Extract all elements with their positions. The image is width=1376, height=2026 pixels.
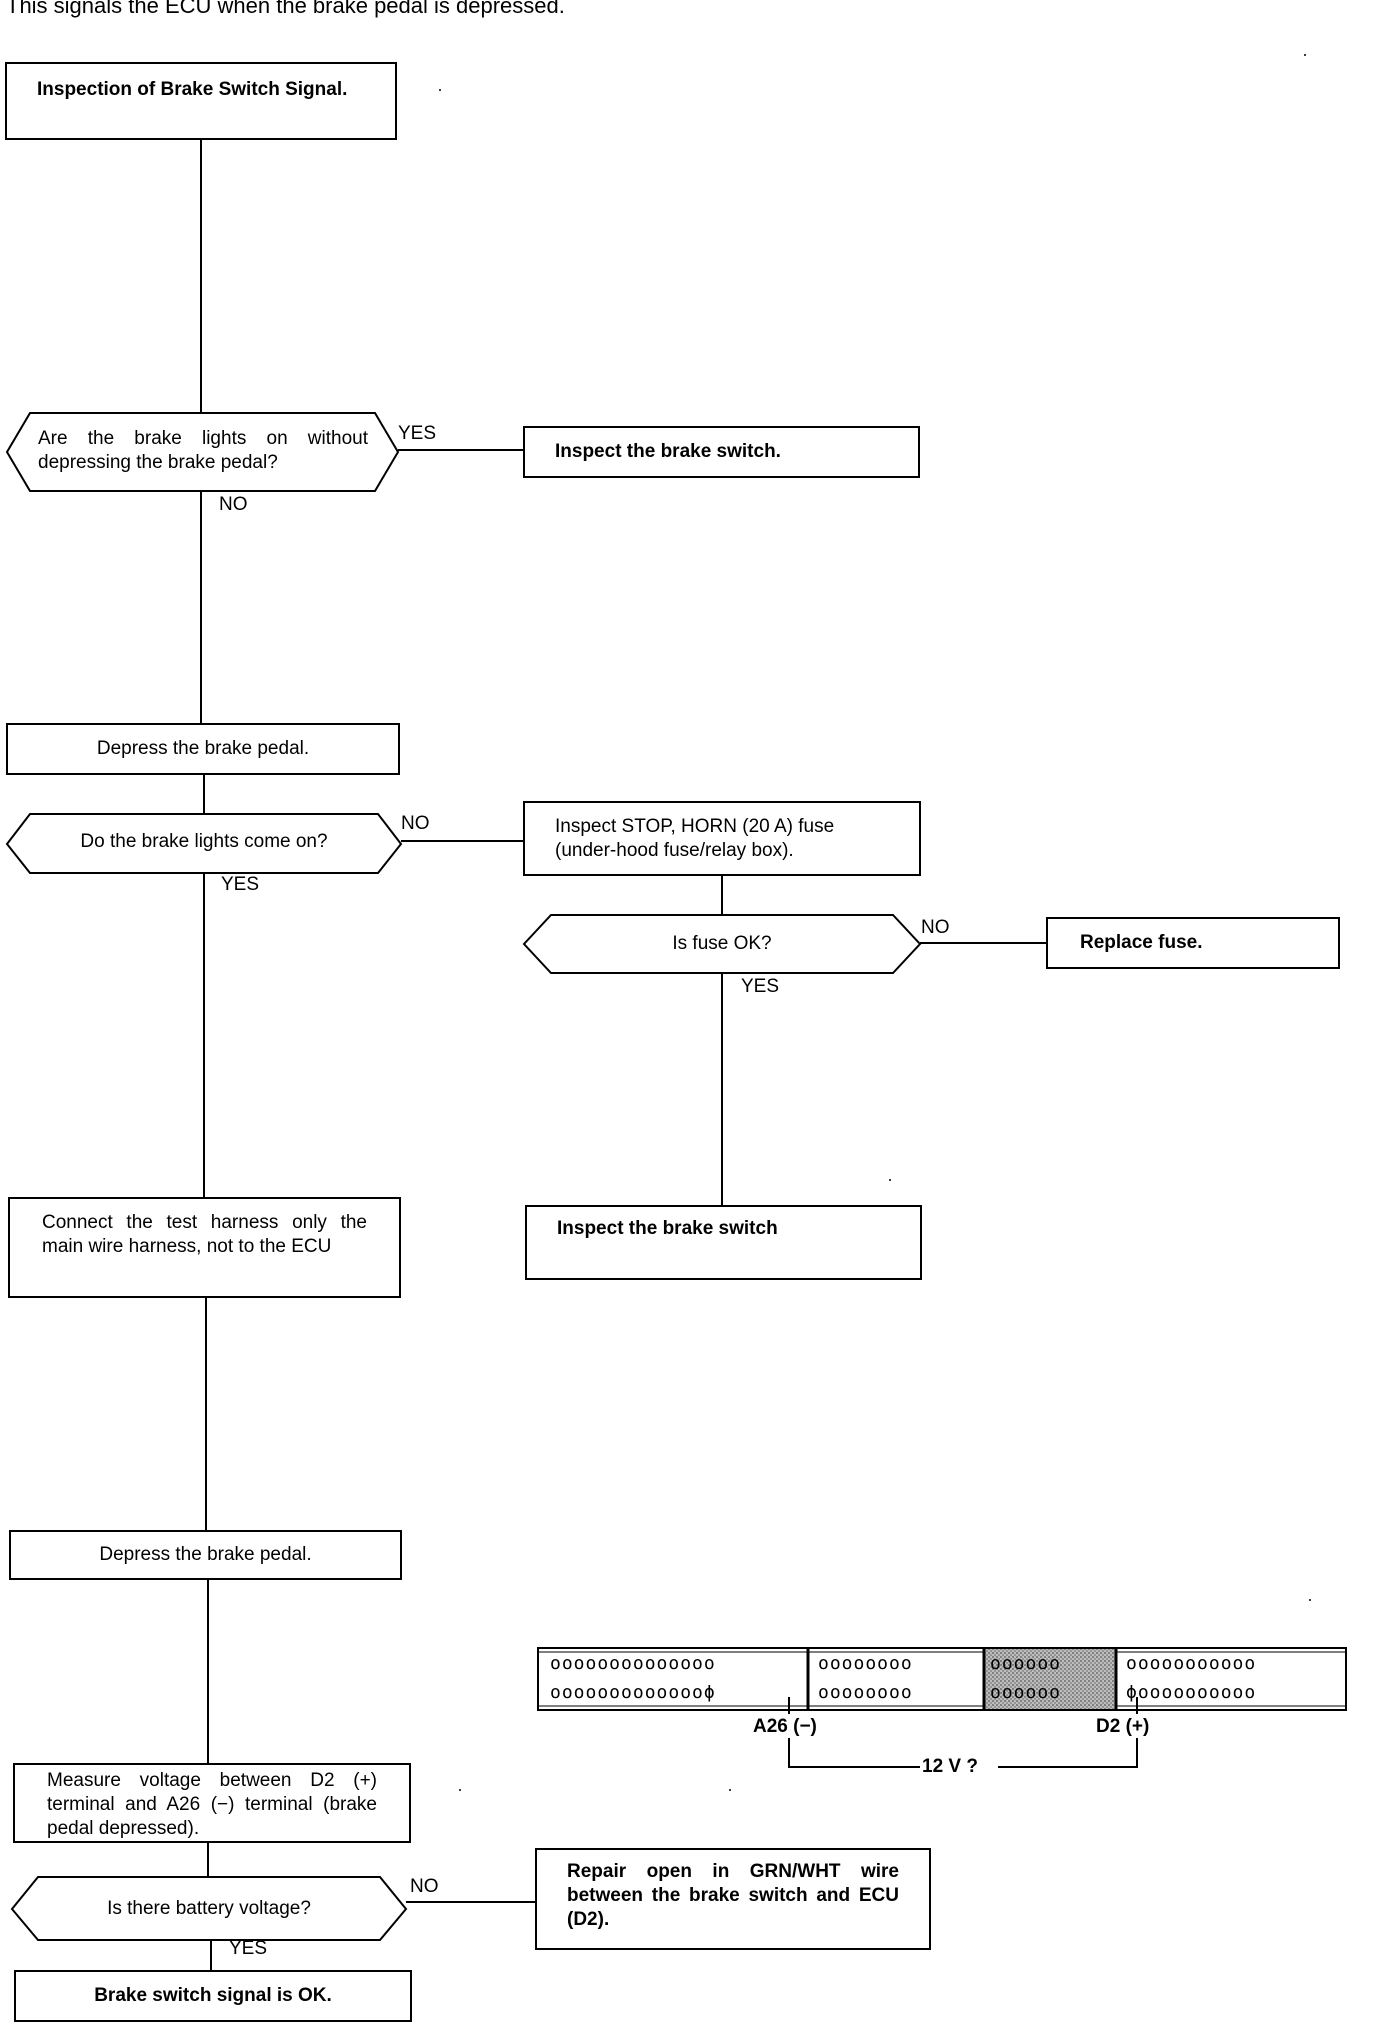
label-no: NO — [921, 917, 950, 938]
label-no: NO — [401, 813, 430, 834]
inspect-fuse-box: Inspect STOP, HORN (20 A) fuse (under-ho… — [523, 801, 921, 876]
question-battery-voltage: Is there battery voltage? — [107, 1898, 311, 1919]
connector-pins-row: ooooooooooo — [1126, 1653, 1257, 1674]
depress-pedal-box: Depress the brake pedal. — [9, 1530, 402, 1580]
depress-pedal-box: Depress the brake pedal. — [6, 723, 400, 775]
connector-pins-row: oooooo — [990, 1653, 1062, 1674]
ecu-connector — [537, 1647, 1347, 1711]
intro-text: This signals the ECU when the brake peda… — [6, 0, 565, 18]
decision-shape — [5, 813, 403, 874]
inspect-switch-box: Inspect the brake switch. — [523, 426, 920, 478]
start-box: Inspection of Brake Switch Signal. — [5, 62, 397, 140]
label-yes: YES — [229, 1938, 268, 1959]
label-yes: YES — [741, 976, 780, 997]
inspect-switch-text: Inspect the brake switch. — [555, 441, 781, 462]
voltage-bracket — [998, 1738, 1138, 1768]
depress-pedal-text: Depress the brake pedal. — [96, 738, 310, 759]
question-lights-come-on: Do the brake lights come on? — [80, 831, 328, 852]
decision-shape — [5, 412, 400, 492]
terminal-a26-label: A26 (−) — [753, 1716, 817, 1737]
connect-harness-text: Connect the test harness only the main w… — [42, 1212, 367, 1257]
inspect-fuse-text: Inspect STOP, HORN (20 A) fuse (under-ho… — [555, 816, 835, 861]
question-fuse-ok: Is fuse OK? — [672, 933, 772, 954]
decision-shape — [10, 1876, 408, 1941]
label-no: NO — [410, 1876, 439, 1897]
terminal-d2-label: D2 (+) — [1096, 1716, 1150, 1737]
connector-pins-row: oooooooo — [818, 1682, 913, 1703]
inspect-switch-box: Inspect the brake switch — [525, 1205, 922, 1280]
connector-pins-row: ϕoooooooooo — [1126, 1682, 1257, 1703]
inspect-switch-text: Inspect the brake switch — [557, 1218, 778, 1239]
connector-pins-row: oooooooooooooϕ — [550, 1682, 716, 1703]
depress-pedal-text: Depress the brake pedal. — [99, 1544, 312, 1565]
measure-voltage-text: Measure voltage between D2 (+) terminal … — [47, 1770, 377, 1839]
replace-fuse-text: Replace fuse. — [1080, 932, 1203, 953]
label-yes: YES — [398, 423, 437, 444]
voltage-bracket — [788, 1738, 920, 1768]
signal-ok-text: Brake switch signal is OK. — [94, 1985, 332, 2006]
decision-shape — [522, 914, 922, 974]
signal-ok-box: Brake switch signal is OK. — [14, 1970, 412, 2022]
replace-fuse-box: Replace fuse. — [1046, 917, 1340, 969]
connector-pins-row: oooooooooooooo — [550, 1653, 716, 1674]
question-lights-on: Are the brake lights on without depressi… — [38, 428, 368, 473]
start-text: Inspection of Brake Switch Signal. — [37, 79, 348, 100]
repair-open-text: Repair open in GRN/WHT wire between the … — [567, 1861, 899, 1930]
label-no: NO — [219, 494, 248, 515]
connect-harness-box: Connect the test harness only the main w… — [8, 1197, 401, 1298]
label-yes: YES — [221, 874, 260, 895]
connector-pins-row: oooooooo — [818, 1653, 913, 1674]
connector-pins-row: oooooo — [990, 1682, 1062, 1703]
voltage-check-label: 12 V ? — [922, 1756, 978, 1777]
repair-open-box: Repair open in GRN/WHT wire between the … — [535, 1848, 931, 1950]
measure-voltage-box: Measure voltage between D2 (+) terminal … — [13, 1763, 411, 1843]
